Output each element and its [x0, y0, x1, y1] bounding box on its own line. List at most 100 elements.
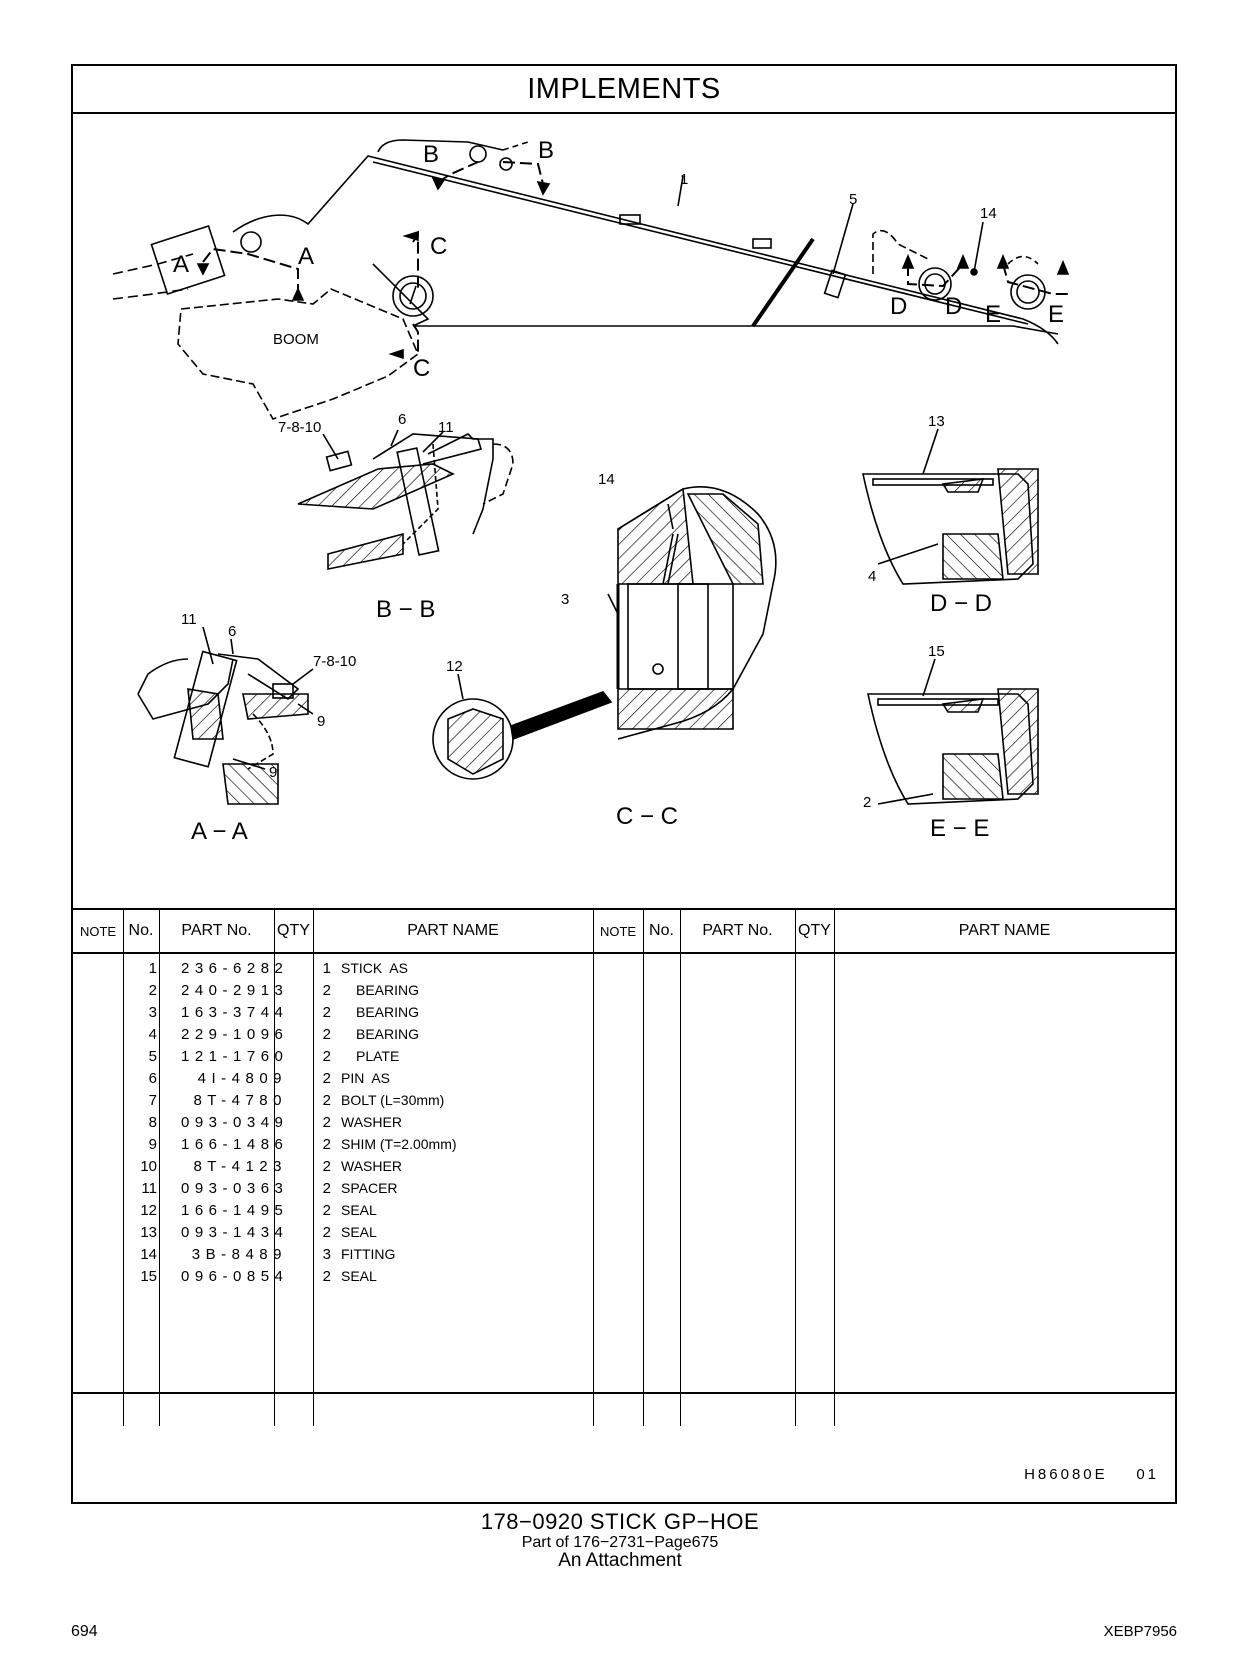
row-part-number: 166-1486	[181, 1136, 289, 1153]
callout-5: 5	[849, 191, 857, 208]
header-qty-left: QTY	[277, 922, 310, 939]
row-number: 13	[140, 1224, 157, 1241]
row-quantity: 2	[322, 1026, 331, 1043]
header-part-no-left: PART No.	[181, 922, 252, 939]
detail-b-b	[297, 429, 514, 570]
section-mark-e-right: E	[1048, 301, 1064, 328]
row-number: 11	[141, 1180, 157, 1197]
row-number: 3	[148, 1004, 157, 1021]
row-part-name: STICK AS	[341, 960, 408, 976]
callout-11-bb: 11	[438, 419, 454, 436]
row-number: 2	[148, 982, 157, 999]
callout-15: 15	[928, 643, 945, 660]
callout-9-lower: 9	[269, 764, 277, 781]
row-number: 6	[148, 1070, 157, 1087]
callout-4: 4	[868, 568, 876, 585]
callout-6-aa: 6	[228, 623, 236, 640]
boom-section	[112, 224, 419, 420]
stick-boom-pin	[392, 275, 434, 317]
row-part-name: SPACER	[341, 1180, 398, 1196]
detail-c-c	[432, 486, 777, 780]
callout-9-upper: 9	[317, 713, 325, 730]
detail-a-a	[137, 626, 314, 805]
row-quantity: 2	[322, 1202, 331, 1219]
section-title-a-a: A − A	[191, 818, 248, 845]
row-number: 14	[140, 1246, 157, 1263]
group-type: An Attachment	[558, 1550, 682, 1571]
row-quantity: 2	[322, 1048, 331, 1065]
row-number: 9	[148, 1136, 157, 1153]
pin-d	[918, 267, 952, 301]
row-part-number: 3B-8489	[191, 1246, 287, 1263]
callout-13: 13	[928, 413, 945, 430]
detail-e-e	[867, 658, 1039, 805]
row-quantity: 2	[322, 1158, 331, 1175]
header-part-name-left: PART NAME	[407, 922, 499, 939]
table-row: 10 8T-4123 2 WASHER	[73, 1156, 1175, 1179]
group-title: 178−0920 STICK GP−HOE	[480, 1509, 760, 1534]
header-note-left: NOTE	[79, 923, 117, 939]
row-part-number: 240-2913	[181, 982, 289, 999]
header-part-no-right: PART No.	[702, 922, 773, 939]
section-title-c-c: C − C	[616, 803, 678, 830]
document-code: XEBP7956	[1103, 1623, 1177, 1640]
group-caption: 178−0920 STICK GP−HOE Part of 176−2731−P…	[0, 1509, 1240, 1571]
callout-7-8-10-bb: 7-8-10	[278, 419, 321, 436]
section-title-d-d: D − D	[930, 590, 992, 617]
row-part-name: PLATE	[356, 1048, 400, 1064]
row-part-number: 163-3744	[181, 1004, 289, 1021]
parts-list-table: NOTE No. PART No. QTY PART NAME NOTE No.…	[73, 908, 1175, 1426]
row-quantity: 2	[322, 1136, 331, 1153]
section-mark-d-right: D	[945, 293, 962, 320]
row-part-number: 236-6282	[181, 960, 289, 977]
page-number: 694	[71, 1623, 98, 1640]
section-mark-b-right: B	[538, 137, 554, 164]
header-part-name-right: PART NAME	[958, 922, 1051, 939]
row-part-number: 166-1495	[181, 1202, 289, 1219]
exploded-parts-drawing: 1 5 14 13 4 15 2 14 3 12 7-8-10 6 11 11 …	[73, 114, 1175, 910]
row-number: 10	[140, 1158, 157, 1175]
row-part-name: BEARING	[356, 1004, 420, 1020]
row-part-name: WASHER	[341, 1114, 402, 1130]
drawing-svg: 1 5 14 13 4 15 2 14 3 12 7-8-10 6 11 11 …	[112, 137, 1070, 845]
pin-e	[1010, 274, 1046, 310]
row-quantity: 2	[322, 982, 331, 999]
row-quantity: 3	[322, 1246, 331, 1263]
section-mark-e-left: E	[985, 301, 1001, 328]
row-number: 8	[148, 1114, 157, 1131]
section-title-b-b: B − B	[376, 596, 435, 623]
section-mark-c-top: C	[430, 233, 447, 260]
callout-14-top: 14	[980, 205, 997, 222]
callout-11-aa: 11	[181, 611, 197, 628]
row-quantity: 2	[322, 1114, 331, 1131]
stick-outline	[232, 139, 1059, 345]
row-number: 12	[140, 1202, 157, 1219]
row-part-name: WASHER	[341, 1158, 402, 1174]
row-number: 1	[148, 960, 157, 977]
row-quantity: 2	[322, 1224, 331, 1241]
row-part-name: SEAL	[341, 1268, 377, 1284]
detail-d-d	[862, 428, 1039, 585]
row-part-number: 8T-4780	[193, 1092, 287, 1109]
row-part-number: 093-0363	[181, 1180, 289, 1197]
row-part-number: 4I-4809	[197, 1070, 287, 1087]
row-number: 5	[148, 1048, 157, 1065]
callout-1: 1	[680, 171, 688, 188]
row-part-name: BEARING	[356, 1026, 420, 1042]
callout-6-bb: 6	[398, 411, 406, 428]
row-part-number: 093-1434	[181, 1224, 289, 1241]
section-title-e-e: E − E	[930, 815, 989, 842]
callout-14: 14	[598, 471, 615, 488]
row-part-number: 8T-4123	[193, 1158, 287, 1175]
group-parent-ref: Part of 176−2731−Page675	[521, 1534, 719, 1551]
row-number: 15	[140, 1268, 157, 1285]
